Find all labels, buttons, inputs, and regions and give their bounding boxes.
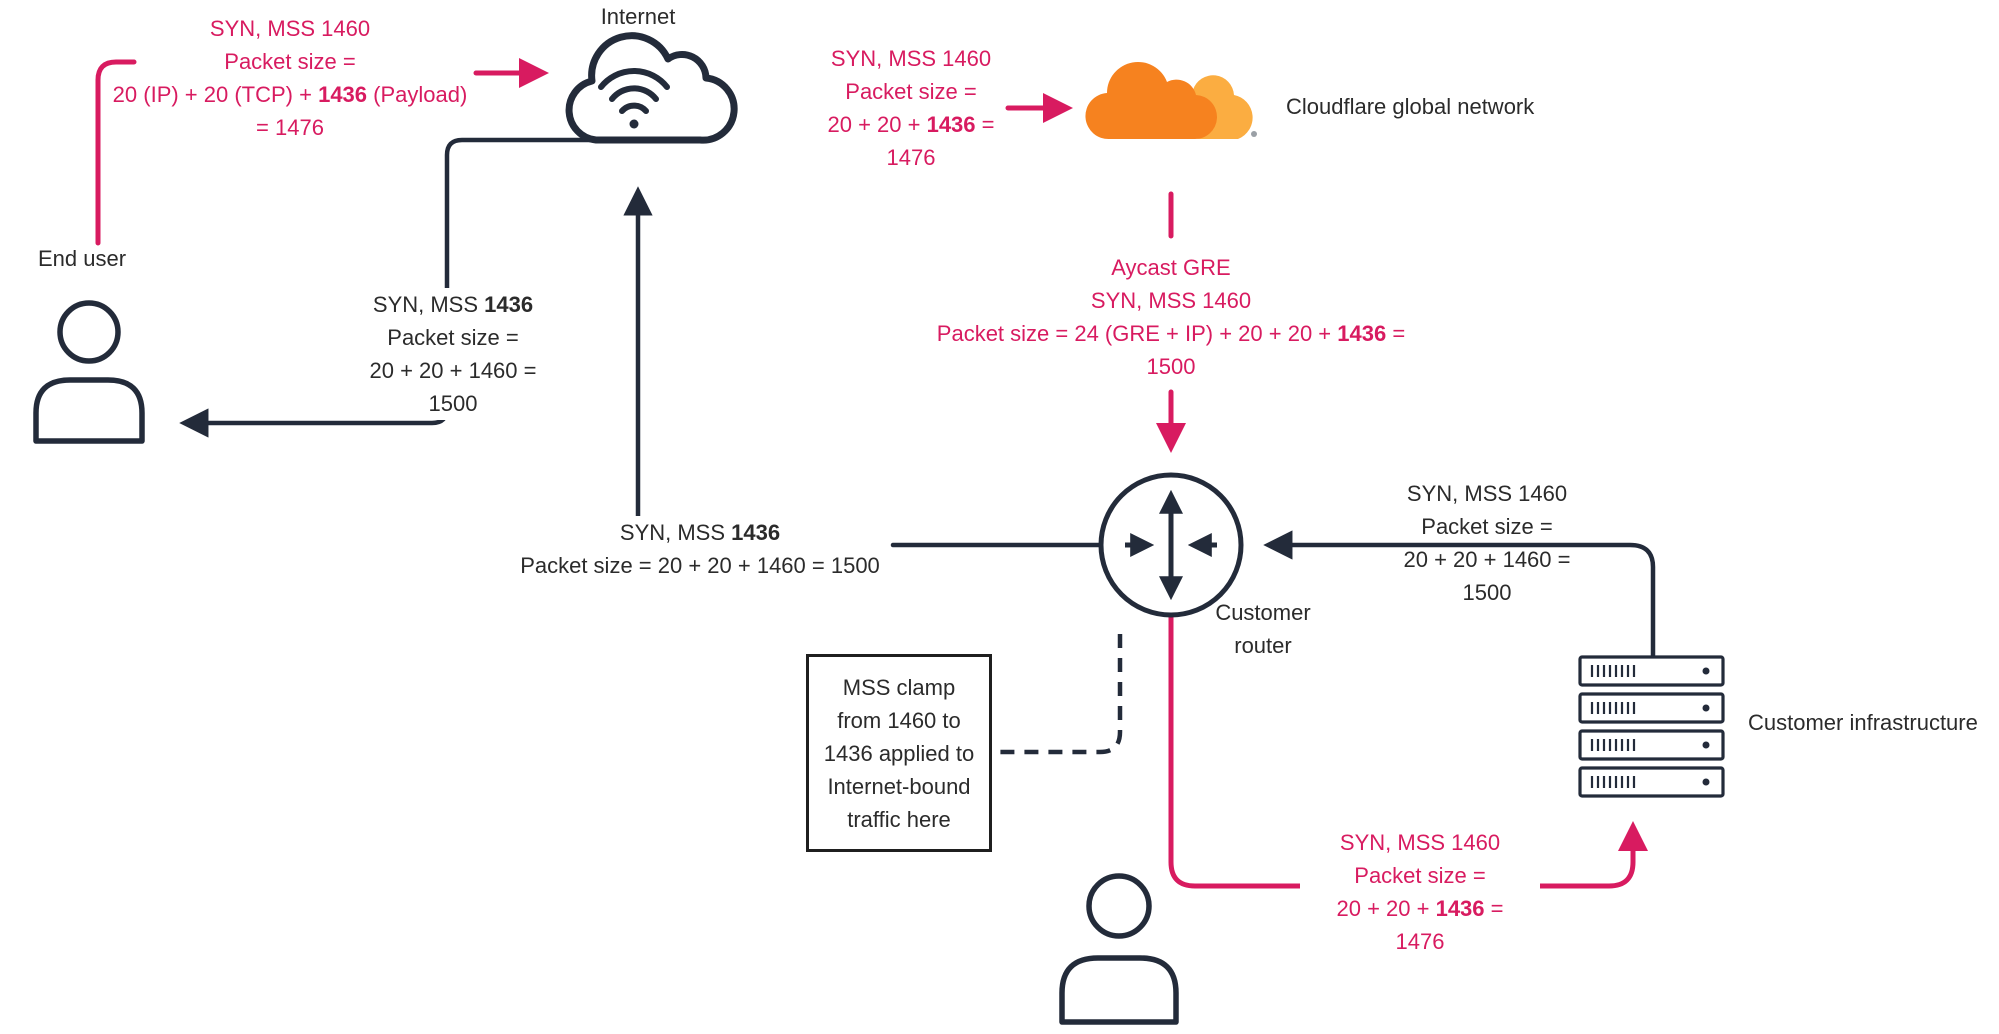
- note-line: traffic here: [847, 806, 951, 832]
- flow-line-text: SYN, MSS 1460: [1090, 288, 1252, 313]
- internet-cloud-icon: [565, 32, 738, 144]
- cloud-outline: [565, 32, 738, 144]
- note-line: 1436 applied to: [823, 740, 975, 766]
- flow-line-text: 1500: [1462, 580, 1512, 605]
- flow-line-text: SYN, MSS 1436: [372, 292, 534, 317]
- cloudflare-trademark-dot: [1251, 131, 1257, 137]
- flow-label-internet-to-cloudflare: SYN, MSS 1460 Packet size = 20 + 20 + 14…: [776, 42, 1046, 174]
- flow-line-text: Packet size =: [845, 79, 977, 104]
- flow-line-text: 1500: [428, 391, 478, 416]
- flow-line-text: Packet size = 20 + 20 + 1460 = 1500: [520, 553, 880, 578]
- cloudflare-label: Cloudflare global network: [1286, 94, 1535, 119]
- flow-label-infra-to-router: SYN, MSS 1460 Packet size = 20 + 20 + 14…: [1367, 477, 1607, 609]
- flow-line-text: 1500: [1146, 354, 1196, 379]
- flow-line-text: Packet size = 24 (GRE + IP) + 20 + 20 + …: [936, 321, 1406, 346]
- customer-router-icon: [1098, 472, 1244, 618]
- internet-label: Internet: [600, 4, 676, 29]
- flow-label-router-to-internet: SYN, MSS 1436 Packet size = 20 + 20 + 14…: [510, 516, 890, 582]
- arrow-infrastructure-to-router: [1263, 530, 1656, 660]
- flow-line-text: SYN, MSS 1460: [1339, 830, 1501, 855]
- flow-line-text: Packet size =: [224, 49, 356, 74]
- flow-line-text: Packet size =: [1421, 514, 1553, 539]
- flow-line-text: 1476: [886, 145, 936, 170]
- flow-line-text: Packet size =: [1354, 863, 1486, 888]
- cloudflare-logo-icon: [1085, 61, 1257, 140]
- flow-label-router-to-infra: SYN, MSS 1460 Packet size = 20 + 20 + 14…: [1300, 826, 1540, 958]
- dashed-line-router-to-note: [994, 634, 1123, 755]
- flow-line-text: SYN, MSS 1460: [1406, 481, 1568, 506]
- flow-line-text: Aycast GRE: [1111, 255, 1231, 280]
- end-user-icon: [33, 300, 145, 444]
- note-line: from 1460 to: [837, 707, 961, 733]
- flow-line-user-up: [95, 59, 137, 246]
- end-user-body: [33, 377, 145, 444]
- flow-line-text: 20 (IP) + 20 (TCP) + 1436 (Payload): [112, 82, 468, 107]
- flow-label-user-to-internet: SYN, MSS 1460 Packet size = 20 (IP) + 20…: [95, 12, 485, 144]
- flow-label-cloudflare-to-router: Aycast GRE SYN, MSS 1460 Packet size = 2…: [921, 251, 1421, 383]
- end-user-label: End user: [38, 246, 127, 271]
- flow-label-internet-to-user: SYN, MSS 1436 Packet size = 20 + 20 + 14…: [348, 288, 558, 420]
- customer-infrastructure-label: Customer infrastructure: [1748, 710, 1978, 735]
- wifi-icon: [598, 68, 670, 129]
- server-rack-icon: [1578, 655, 1725, 798]
- flow-line-text: 20 + 20 + 1460 =: [369, 358, 537, 383]
- note-line: Internet-bound: [827, 773, 971, 799]
- bottom-user-icon: [1059, 873, 1179, 1025]
- flow-line-text: 1476: [1395, 929, 1445, 954]
- bottom-user-body: [1059, 955, 1179, 1025]
- mss-clamp-note: MSS clamp from 1460 to 1436 applied to I…: [806, 654, 992, 852]
- end-user-head: [57, 300, 121, 364]
- flow-line-text: SYN, MSS 1460: [209, 16, 371, 41]
- flow-line-text: 20 + 20 + 1436 =: [827, 112, 995, 137]
- bottom-user-head: [1086, 873, 1152, 939]
- note-line: MSS clamp: [842, 674, 956, 700]
- flow-line-text: 20 + 20 + 1436 =: [1336, 896, 1504, 921]
- arrow-internet-to-enduser: [179, 137, 599, 438]
- flow-line-text: = 1476: [256, 115, 324, 140]
- cloudflare-main-cloud: [1085, 61, 1218, 140]
- customer-router-label: Customer router: [1215, 600, 1311, 658]
- flow-line-text: Packet size =: [387, 325, 519, 350]
- flow-line-text: SYN, MSS 1460: [830, 46, 992, 71]
- flow-line-text: SYN, MSS 1436: [619, 520, 781, 545]
- flow-line-text: 20 + 20 + 1460 =: [1403, 547, 1571, 572]
